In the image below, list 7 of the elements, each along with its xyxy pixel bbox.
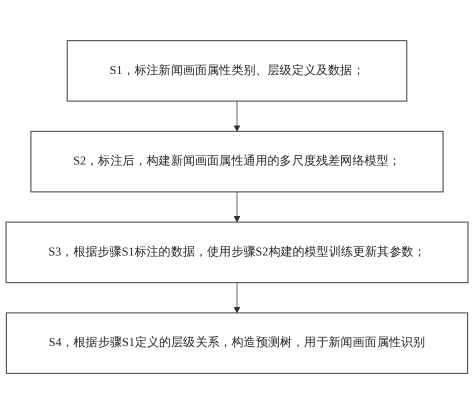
arrow bbox=[234, 100, 240, 132]
node-box: S1，标注新闻画面属性类别、层级定义及数据； bbox=[66, 40, 408, 102]
arrow bbox=[234, 192, 240, 222]
node-box: S4，根据步骤S1定义的层级关系，构造预测树，用于新闻画面属性识别 bbox=[6, 312, 468, 374]
arrow bbox=[234, 282, 240, 314]
node-box: S2，标注后，构建新闻画面属性通用的多尺度残差网络模型； bbox=[30, 130, 444, 192]
node-box: S3，根据步骤S1标注的数据，使用步骤S2构建的模型训练更新其参数； bbox=[5, 222, 469, 284]
